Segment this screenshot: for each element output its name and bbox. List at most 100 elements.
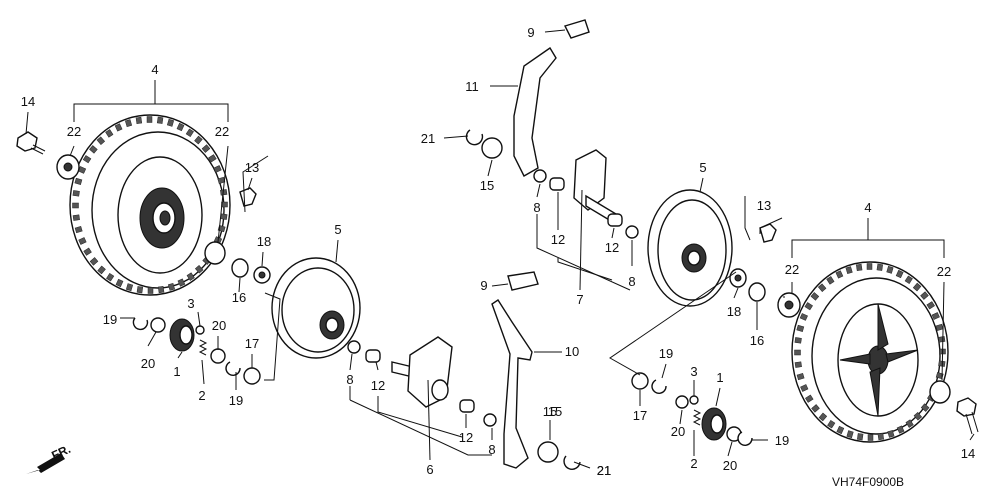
lever-11 — [513, 46, 557, 177]
knob-9-upper — [564, 19, 590, 39]
clip-19-right-a — [651, 379, 667, 394]
collar-12-left-b — [459, 399, 475, 413]
callout-19: 19 — [229, 393, 243, 408]
callout-20: 20 — [723, 458, 737, 473]
lever-10 — [491, 299, 533, 469]
callout-21: 21 — [421, 131, 435, 146]
callout-8: 8 — [533, 200, 540, 215]
callout-5: 5 — [334, 222, 341, 237]
washer-17-left — [243, 367, 261, 385]
callout-16: 16 — [232, 290, 246, 305]
callout-2: 2 — [690, 456, 697, 471]
washer-15-upper — [481, 137, 503, 159]
callout-14: 14 — [21, 94, 35, 109]
callout-22: 22 — [785, 262, 799, 277]
bushing-8-left-b — [483, 413, 497, 427]
leader-lines — [25, 29, 975, 469]
callout-13: 13 — [245, 160, 259, 175]
callout-7: 7 — [576, 292, 583, 307]
callout-6: 6 — [426, 462, 433, 477]
clip-19-left-b — [225, 361, 241, 376]
bolt-14-right — [956, 397, 979, 435]
wheel-left — [69, 114, 231, 296]
callout-2: 2 — [198, 388, 205, 403]
callout-20: 20 — [141, 356, 155, 371]
callout-8: 8 — [346, 372, 353, 387]
callout-20: 20 — [671, 424, 685, 439]
pin-3-right — [689, 395, 699, 405]
pulley-5-left — [271, 257, 361, 359]
callout-12: 12 — [605, 240, 619, 255]
callout-1: 1 — [173, 364, 180, 379]
callout-18: 18 — [727, 304, 741, 319]
collar-12-left — [365, 349, 381, 363]
callout-8: 8 — [628, 274, 635, 289]
cap-22-right-inner — [929, 380, 951, 404]
callout-18: 18 — [257, 234, 271, 249]
bolt-14-left — [16, 131, 46, 155]
callout-5: 5 — [699, 160, 706, 175]
callout-19: 19 — [775, 433, 789, 448]
callout-3: 3 — [187, 296, 194, 311]
callout-9: 9 — [480, 278, 487, 293]
callout-17: 17 — [633, 408, 647, 423]
bushing-8-upper-b — [625, 225, 639, 239]
washer-17-right — [631, 372, 649, 390]
callout-17: 17 — [245, 336, 259, 351]
washer-16-left — [231, 258, 249, 278]
clip-19-left-a — [132, 317, 149, 331]
callout-15: 15 — [543, 404, 557, 419]
washer-16-right — [748, 282, 766, 302]
axle-7-upper — [573, 149, 617, 226]
callout-21: 21 — [597, 463, 611, 478]
callout-15: 15 — [480, 178, 494, 193]
collar-12-upper — [549, 177, 565, 191]
callout-21: 21 — [597, 463, 611, 478]
clip-21-upper — [465, 129, 484, 146]
callout-13: 13 — [757, 198, 771, 213]
front-direction-arrow: FR. — [26, 442, 73, 474]
washer-20-left-b — [210, 348, 226, 364]
spring-2-right — [692, 409, 702, 426]
clip-19-right-b — [737, 431, 753, 446]
callout-22: 22 — [215, 124, 229, 139]
bushing-8-upper — [533, 169, 547, 183]
callout-14: 14 — [961, 446, 975, 461]
callout-11: 11 — [465, 79, 479, 94]
clip-21-lower — [563, 455, 581, 470]
bushing-8-left — [347, 340, 361, 354]
callout-9: 9 — [527, 25, 534, 40]
washer-15-lower — [537, 441, 559, 463]
spring-2-left — [198, 339, 208, 356]
callout-10: 10 — [565, 344, 579, 359]
callout-16: 16 — [750, 333, 764, 348]
pin-3-left — [195, 325, 205, 335]
callout-19: 19 — [103, 312, 117, 327]
callout-8: 8 — [488, 442, 495, 457]
callout-12: 12 — [371, 378, 385, 393]
wheel-right — [791, 261, 949, 443]
collar-12-upper-b — [607, 213, 623, 227]
callout-22: 22 — [67, 124, 81, 139]
screw-13-left — [239, 187, 257, 207]
callout-20: 20 — [212, 318, 226, 333]
callout-12: 12 — [459, 430, 473, 445]
washer-20-left-a — [150, 317, 166, 333]
callout-15: 15 — [548, 404, 562, 419]
callout-3: 3 — [690, 364, 697, 379]
drawing-code: VH74F0900B — [832, 475, 904, 489]
callout-19: 19 — [659, 346, 673, 361]
front-label: FR. — [49, 442, 72, 463]
pulley-5-right — [647, 189, 733, 307]
cap-22-left-inner — [204, 241, 226, 265]
axle-6-left — [391, 336, 453, 408]
callout-4: 4 — [151, 62, 158, 77]
washer-20-right-a — [675, 395, 689, 409]
callout-1: 1 — [716, 370, 723, 385]
callout-22: 22 — [937, 264, 951, 279]
knob-9-lower — [507, 271, 539, 291]
callout-12: 12 — [551, 232, 565, 247]
